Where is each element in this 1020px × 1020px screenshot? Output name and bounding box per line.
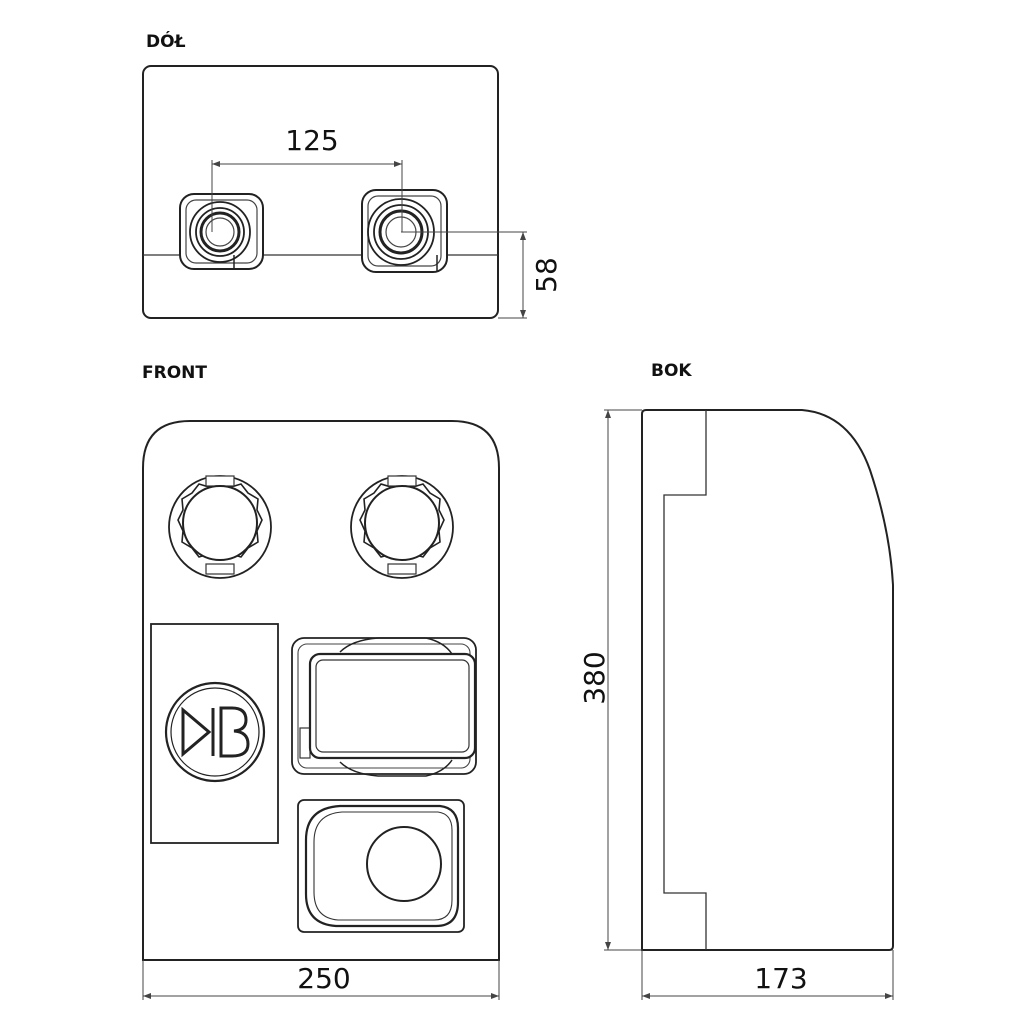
front-controller-module [297, 799, 465, 933]
front-logo-panel [150, 623, 279, 844]
front-view: FRONT [142, 363, 500, 1000]
dimension-pipe-spacing: 125 [211, 124, 403, 232]
dimension-pipe-height: 58 [401, 231, 563, 319]
dimension-pipe-height-label: 58 [530, 257, 563, 293]
dimension-width: 250 [142, 960, 500, 1000]
dimension-width-label: 250 [297, 962, 350, 995]
side-view: BOK 380 173 [578, 361, 894, 1000]
front-pump-module [291, 637, 477, 777]
side-view-body [641, 409, 894, 951]
bottom-view-body [142, 65, 499, 319]
dimension-pipe-spacing-label: 125 [285, 124, 338, 157]
db-logo-icon [164, 681, 266, 783]
dimension-height-label: 380 [578, 651, 611, 704]
front-view-title: FRONT [142, 363, 207, 383]
bottom-right-fitting [361, 189, 448, 273]
bottom-view-title: DÓŁ [146, 30, 186, 52]
dimension-depth: 173 [641, 950, 894, 1000]
dimension-height: 380 [578, 409, 642, 951]
front-left-valve [168, 475, 272, 579]
front-view-body [142, 420, 500, 961]
side-view-title: BOK [651, 361, 692, 381]
bottom-view: DÓŁ 125 [142, 30, 563, 319]
side-view-back-plate [663, 410, 707, 950]
dimension-depth-label: 173 [754, 962, 807, 995]
front-right-valve [350, 475, 454, 579]
bottom-left-fitting [179, 193, 264, 270]
